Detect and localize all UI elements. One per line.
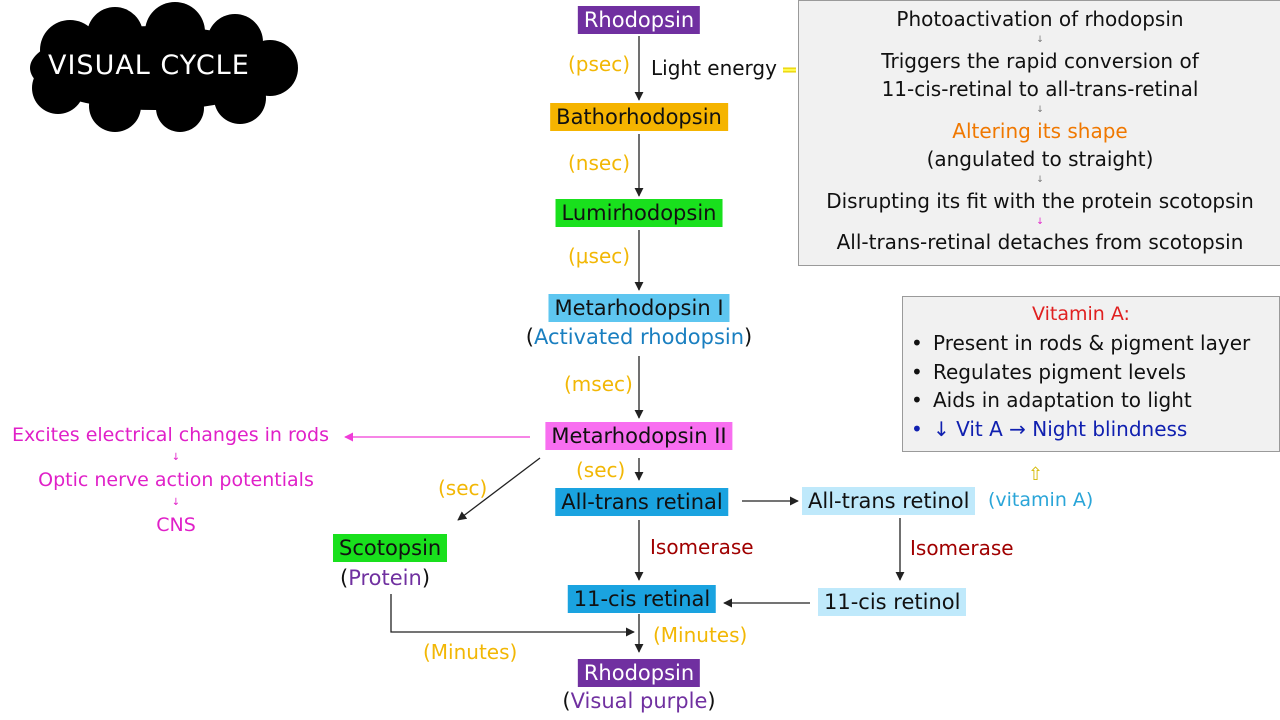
activated-rhodopsin: Activated rhodopsin: [533, 325, 745, 349]
time-nsec: (nsec): [568, 151, 631, 175]
time-minutes-right: (Minutes): [653, 623, 748, 647]
paren-open-2: (: [340, 566, 349, 590]
bullet-3: •: [911, 388, 923, 412]
time-minutes-left: (Minutes): [423, 640, 518, 664]
up-arrow-icon: ⇧: [1028, 464, 1044, 485]
vitamin-a-label: (vitamin A): [988, 489, 1094, 511]
photo-arrow-3: ↓: [1036, 175, 1044, 185]
excites-arrow-2: ↓: [171, 497, 181, 508]
activated-rhodopsin-line: (Activated rhodopsin): [526, 325, 753, 349]
page-title: VISUAL CYCLE: [48, 50, 250, 81]
vitamin-item-2-text: Regulates pigment levels: [933, 360, 1186, 384]
protein-line: (Protein): [340, 566, 430, 590]
metarhodopsin-2: Metarhodopsin II: [545, 422, 733, 450]
lumirhodopsin: Lumirhodopsin: [555, 199, 723, 227]
vitamin-item-3-text: Aids in adaptation to light: [933, 388, 1192, 412]
isomerase-right: Isomerase: [910, 536, 1014, 560]
excites-arrow-1: ↓: [171, 452, 181, 463]
photo-arrow-1: ↓: [1036, 35, 1044, 45]
bullet-1: •: [911, 331, 923, 355]
paren-close-3: ): [707, 689, 716, 713]
vitamin-a-panel: Vitamin A: • Present in rods & pigment la…: [902, 296, 1280, 452]
all-trans-retinol: All-trans retinol: [802, 487, 976, 515]
protein: Protein: [348, 566, 422, 590]
paren-close: ): [744, 325, 753, 349]
paren-close-2: ): [421, 566, 431, 590]
photo-line-4: Altering its shape: [952, 119, 1128, 143]
photoactivation-panel: Photoactivation of rhodopsin ↓ Triggers …: [798, 0, 1280, 266]
optic-nerve-line: Optic nerve action potentials: [38, 469, 314, 491]
vitamin-item-3: • Aids in adaptation to light: [911, 388, 1192, 412]
isomerase-left: Isomerase: [650, 535, 754, 559]
photo-line-7: All-trans-retinal detaches from scotopsi…: [836, 230, 1244, 254]
time-msec: (msec): [564, 372, 633, 396]
bullet-2: •: [911, 360, 923, 384]
photo-line-3: 11-cis-retinal to all-trans-retinal: [881, 77, 1199, 101]
photo-line-6: Disrupting its fit with the protein scot…: [826, 189, 1254, 213]
light-energy-label: Light energy: [651, 56, 777, 80]
cis-retinal: 11-cis retinal: [567, 585, 717, 613]
vitamin-a-title: Vitamin A:: [1032, 303, 1130, 325]
all-trans-retinal: All-trans retinal: [555, 488, 729, 516]
photo-arrow-2: ↓: [1036, 105, 1044, 115]
vitamin-item-1: • Present in rods & pigment layer: [911, 331, 1250, 355]
cns-line: CNS: [156, 514, 196, 536]
metarhodopsin-1: Metarhodopsin I: [548, 294, 730, 322]
vitamin-item-4: • ↓ Vit A → Night blindness: [911, 417, 1187, 441]
visual-purple: Visual purple: [570, 689, 708, 713]
cis-retinol: 11-cis retinol: [818, 588, 967, 616]
visual-purple-line: (Visual purple): [562, 689, 715, 713]
rhodopsin-bottom: Rhodopsin: [577, 659, 701, 687]
time-sec-left: (sec): [438, 476, 488, 500]
time-usec: (μsec): [568, 244, 631, 268]
rhodopsin-top: Rhodopsin: [577, 6, 701, 34]
photo-line-2: Triggers the rapid conversion of: [881, 49, 1199, 73]
paren-open: (: [525, 325, 534, 349]
scotopsin: Scotopsin: [333, 534, 448, 562]
photo-line-5: (angulated to straight): [926, 147, 1154, 171]
vitamin-item-2: • Regulates pigment levels: [911, 360, 1186, 384]
bathorhodopsin: Bathorhodopsin: [550, 103, 728, 131]
excites-line: Excites electrical changes in rods: [12, 424, 329, 446]
photo-arrow-4: ↓: [1036, 217, 1044, 227]
vitamin-item-4-text: ↓ Vit A → Night blindness: [933, 417, 1188, 441]
time-sec-center: (sec): [576, 458, 626, 482]
photo-line-1: Photoactivation of rhodopsin: [896, 7, 1184, 31]
paren-open-3: (: [562, 689, 571, 713]
bullet-4: •: [911, 417, 923, 441]
time-psec: (psec): [568, 52, 631, 76]
vitamin-item-1-text: Present in rods & pigment layer: [933, 331, 1251, 355]
